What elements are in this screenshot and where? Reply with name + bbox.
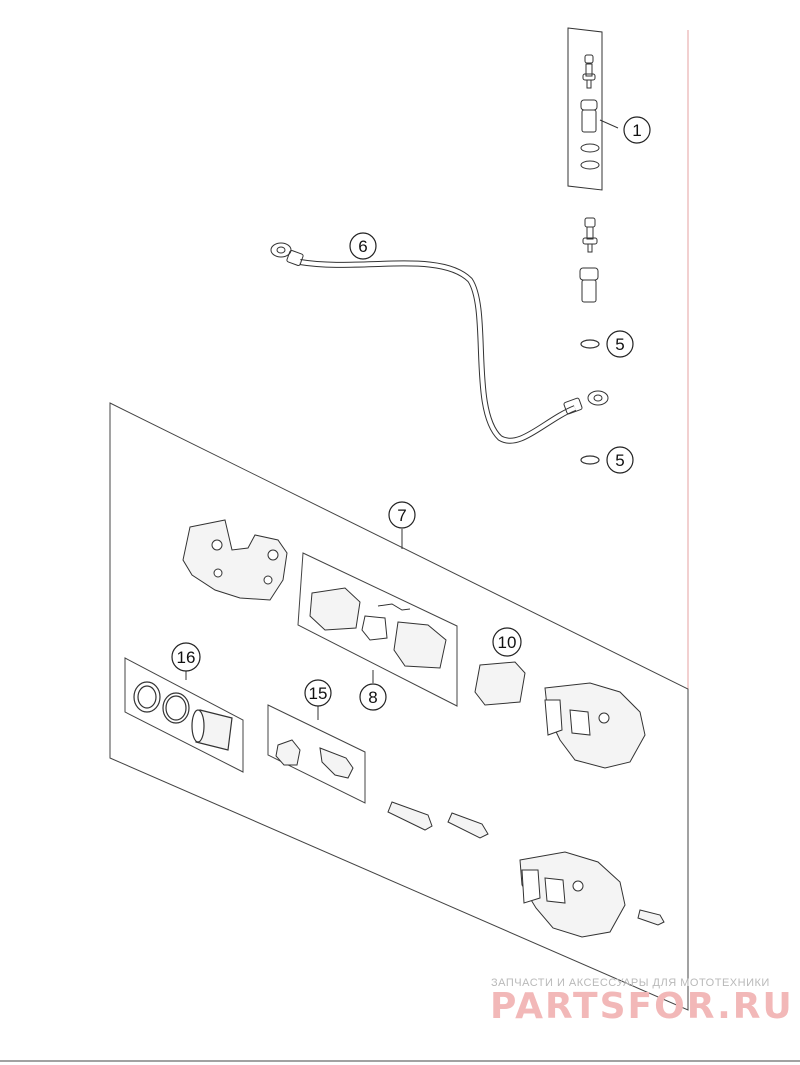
callout-6-circle — [349, 232, 377, 260]
brake-pads — [309, 587, 447, 669]
callout-5b-circle — [606, 446, 634, 474]
callout-5-lower: 5 — [615, 451, 624, 470]
caliper-bracket — [182, 519, 288, 601]
leader-1 — [599, 119, 619, 129]
callout-10-circle — [492, 627, 522, 657]
watermark-tagline: ЗАПЧАСТИ И АКСЕССУАРЫ ДЛЯ МОТОТЕХНИКИ — [491, 977, 770, 989]
callout-7-circle — [388, 501, 416, 529]
caliper-kit-panel — [109, 402, 689, 1011]
callout-16: 16 — [177, 648, 196, 667]
guide-pin-kit-panel — [267, 704, 366, 804]
brake-line — [270, 242, 609, 444]
washer-lower — [580, 455, 600, 465]
callout-6: 6 — [358, 237, 367, 256]
callout-8-circle — [359, 683, 387, 711]
callout-15-circle — [304, 679, 332, 707]
anti-rattle-plate — [474, 661, 526, 706]
seal-kit-panel — [124, 657, 244, 773]
callout-15: 15 — [309, 684, 328, 703]
callout-7: 7 — [397, 506, 406, 525]
callout-5a-circle — [606, 330, 634, 358]
watermark-brand: PARTSFOR.RU — [490, 986, 794, 1027]
washer-upper — [580, 339, 600, 349]
caliper-body-kit — [544, 682, 646, 769]
bolt-small — [637, 909, 665, 926]
guide-pins — [387, 801, 489, 839]
callout-1-circle — [623, 116, 651, 144]
bleeder-parts-loose — [579, 217, 599, 303]
callout-8: 8 — [368, 688, 377, 707]
callout-10: 10 — [498, 633, 517, 652]
callout-5-upper: 5 — [615, 335, 624, 354]
callout-16-circle — [171, 642, 201, 672]
guide-pin-kit-parts — [275, 739, 354, 779]
caliper-body-assembled — [519, 851, 626, 938]
callout-1: 1 — [632, 121, 641, 140]
brake-pad-kit-panel — [297, 552, 458, 707]
bleeder-kit-group — [567, 27, 603, 191]
seal-kit-parts — [133, 681, 233, 751]
